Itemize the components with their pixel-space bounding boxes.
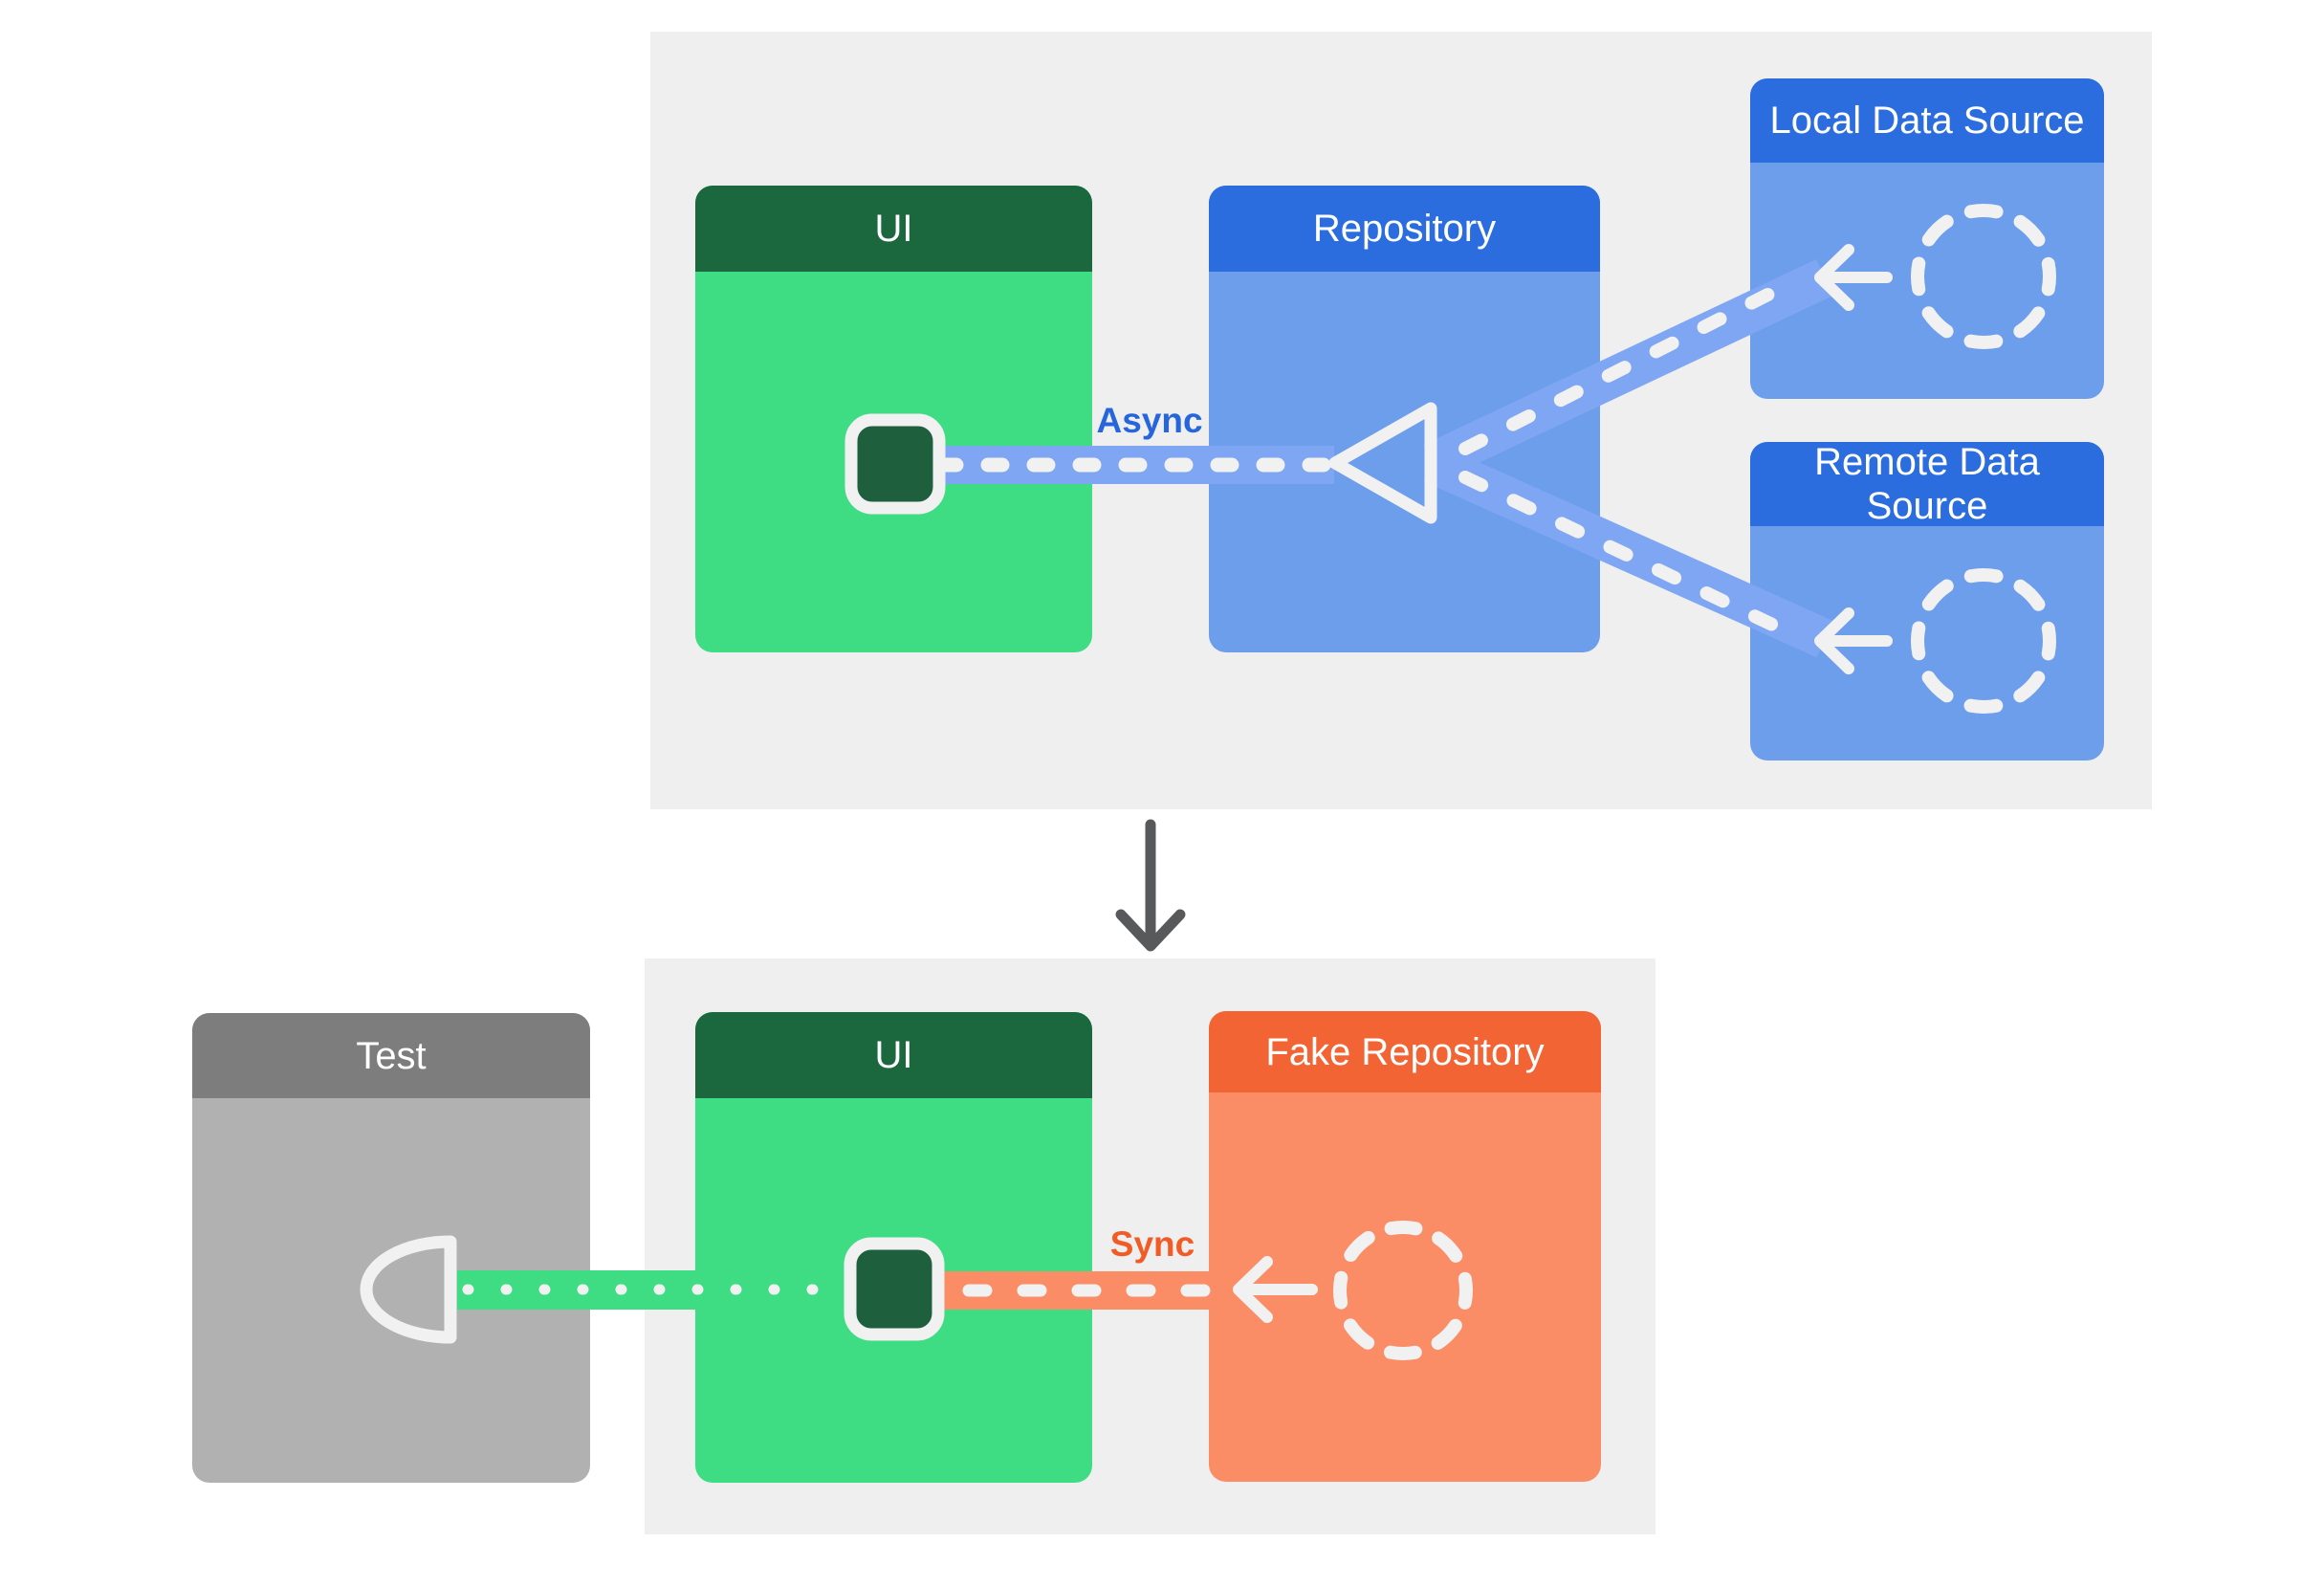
async-label: Async xyxy=(1096,401,1203,440)
ui-box-test-title: UI xyxy=(874,1034,913,1076)
test-box-header: Test xyxy=(192,1013,590,1098)
ui-box-test: UI xyxy=(695,1012,1092,1483)
fake-repository-title: Fake Repository xyxy=(1265,1030,1545,1073)
remote-data-source-header: Remote Data Source xyxy=(1750,442,2104,527)
test-box: Test xyxy=(192,1013,590,1483)
fake-repository-header: Fake Repository xyxy=(1209,1011,1601,1092)
test-box-title: Test xyxy=(356,1034,427,1077)
remote-band-dashes xyxy=(1458,471,1799,641)
local-data-source-title: Local Data Source xyxy=(1769,99,2085,142)
sync-label: Sync xyxy=(1109,1224,1195,1264)
down-arrow-icon xyxy=(1115,819,1186,952)
local-arrow-icon xyxy=(1814,244,1893,311)
repository-box-title: Repository xyxy=(1312,208,1497,250)
ui-state-square-icon xyxy=(844,413,946,515)
fake-repository-arrow-icon xyxy=(1233,1256,1318,1323)
remote-dashed-circle-icon xyxy=(1911,568,2056,714)
remote-data-source-title: Remote Data Source xyxy=(1814,442,2040,527)
ui-box-header: UI xyxy=(695,186,1092,272)
fake-repository-dashed-circle-icon xyxy=(1333,1221,1473,1360)
triangle-arrowhead-icon xyxy=(1328,402,1437,524)
local-data-source-header: Local Data Source xyxy=(1750,78,2104,163)
local-band-dashes xyxy=(1458,276,1799,455)
test-to-ui-band xyxy=(457,1270,891,1310)
ui-box-test-header: UI xyxy=(695,1012,1092,1098)
repository-box-header: Repository xyxy=(1209,186,1600,272)
test-socket-icon xyxy=(360,1235,457,1344)
ui-state-square-test-icon xyxy=(844,1237,945,1341)
ui-box-title: UI xyxy=(874,208,913,250)
remote-data-source-box: Remote Data Source xyxy=(1750,442,2104,760)
fake-repository-box: Fake Repository xyxy=(1209,1011,1601,1482)
local-dashed-circle-icon xyxy=(1911,204,2056,349)
remote-arrow-icon xyxy=(1814,607,1893,674)
